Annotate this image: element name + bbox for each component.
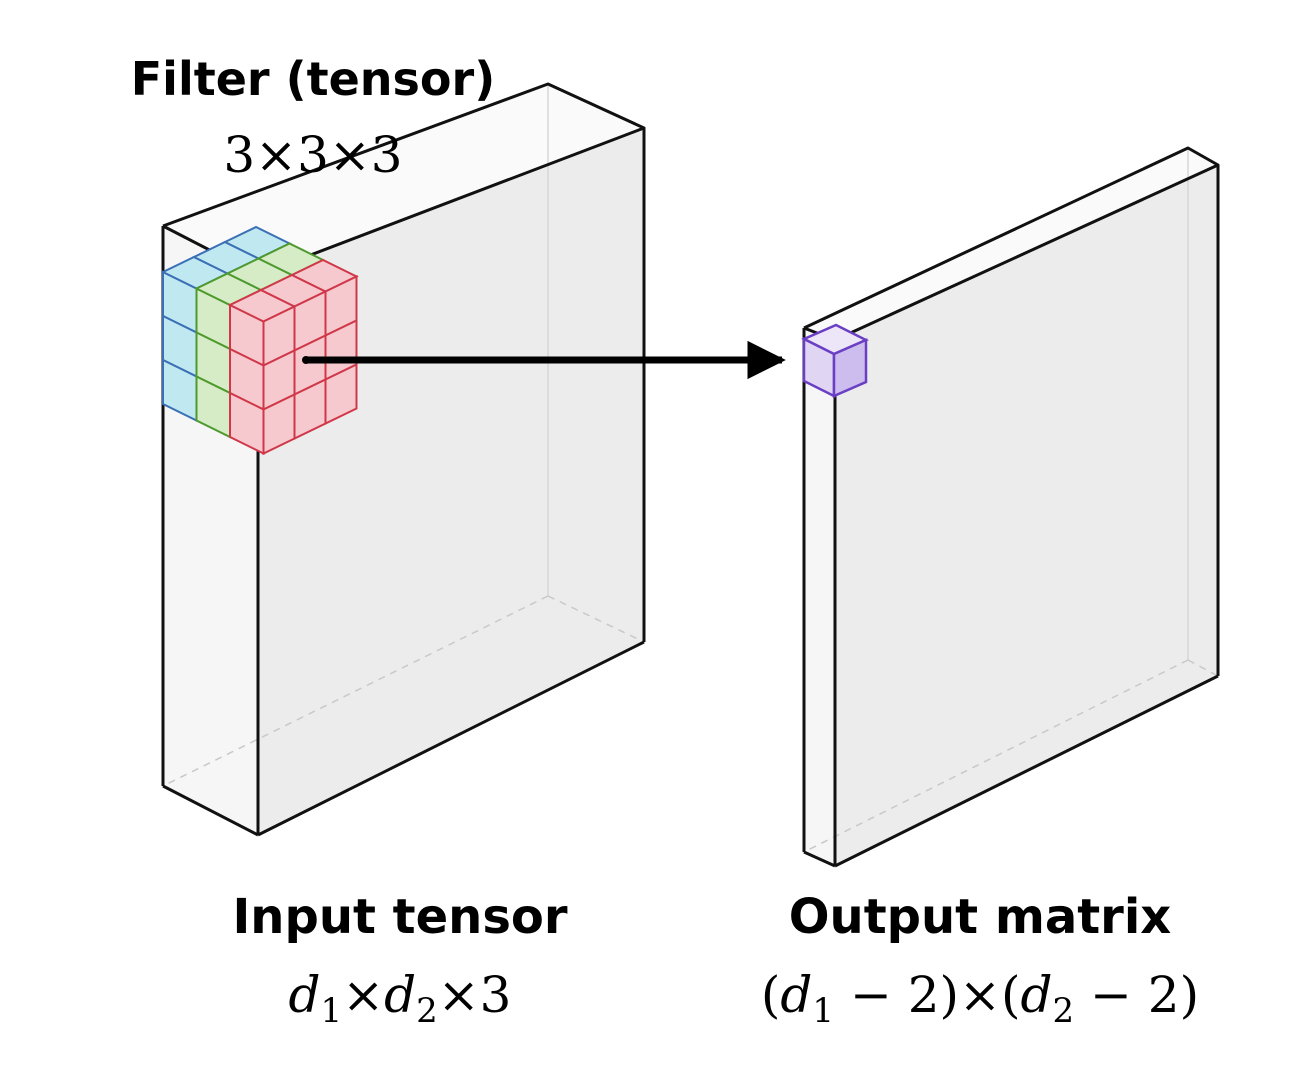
output-matrix-title: Output matrix: [789, 889, 1172, 945]
filter-cube: [160, 225, 359, 456]
input-tensor-slab: [161, 82, 646, 837]
filter-title: Filter (tensor): [131, 52, 496, 106]
input-tensor-title: Input tensor: [232, 889, 567, 945]
output-matrix-dims: (d1 − 2)×(d2 − 2): [761, 966, 1199, 1031]
input-top-face: [163, 84, 644, 275]
filter-size: 3×3×3: [223, 126, 402, 184]
filter-front-cell: [324, 362, 358, 426]
output-front-face: [835, 165, 1218, 866]
output-top-face: [804, 148, 1218, 340]
output-cell: [801, 323, 869, 399]
output-side-face: [804, 328, 835, 866]
output-matrix-slab: [802, 146, 1220, 868]
input-tensor-dims: d1×d2×3: [289, 966, 512, 1031]
